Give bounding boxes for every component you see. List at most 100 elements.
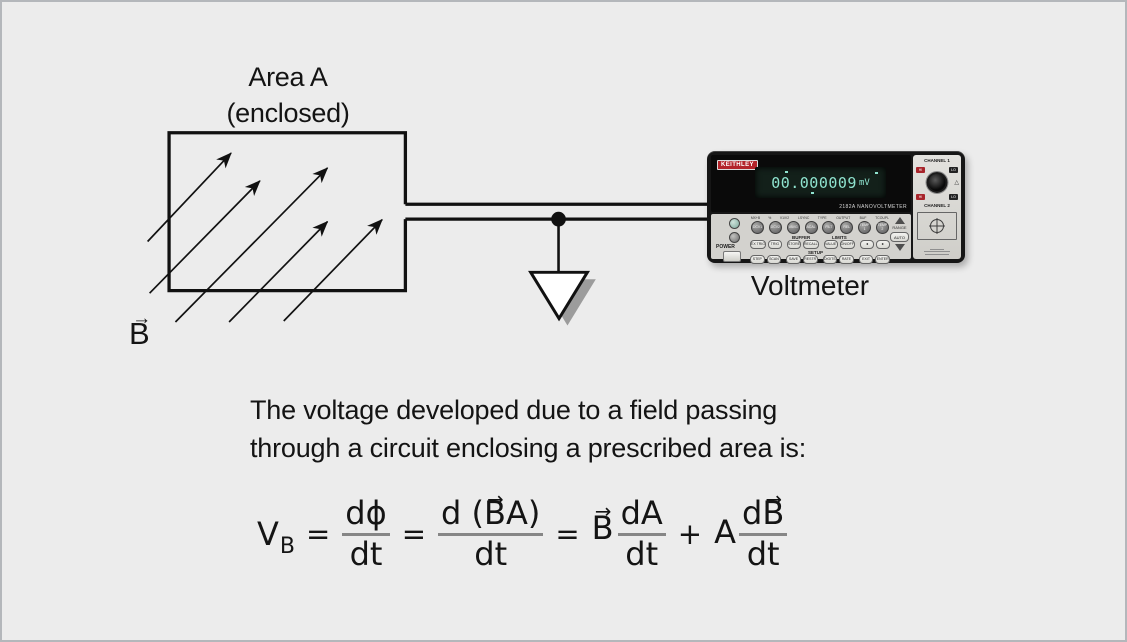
field-letter: B bbox=[129, 316, 150, 351]
vector-arrow-icon: → bbox=[765, 488, 783, 512]
fraction-dBA-dt: d (→BA) dt bbox=[438, 488, 544, 570]
function-key-button: FILT bbox=[822, 221, 836, 234]
area-label-line1: Area A bbox=[248, 62, 328, 92]
panel-key-button: ► bbox=[875, 240, 890, 249]
channel2-label: CHANNEL 2 bbox=[924, 203, 950, 208]
panel-key-button: STEP bbox=[750, 255, 765, 264]
buffer-section-label: BUFFER bbox=[792, 235, 811, 240]
hi-terminal-label: HI bbox=[916, 194, 925, 200]
flux-arrow bbox=[148, 180, 261, 294]
panel-key-button: ◄ bbox=[859, 240, 874, 249]
vector-arrow-icon: → bbox=[594, 499, 612, 523]
field-vector-label: →B bbox=[129, 309, 151, 352]
lcd-reading: 00.000009 bbox=[771, 173, 857, 192]
fraction-bar bbox=[739, 533, 788, 536]
lcd-units: mV bbox=[858, 177, 870, 188]
fraction-dphi-dt: dϕ dt bbox=[342, 497, 390, 570]
panel-key-button: SAVE bbox=[786, 255, 801, 264]
vector-arrow-icon: → bbox=[132, 308, 152, 330]
power-switch bbox=[723, 251, 741, 262]
lcd-annunciator bbox=[811, 192, 814, 194]
flux-arrow bbox=[283, 218, 383, 322]
coefficient-a: A bbox=[714, 513, 736, 551]
lhs-subscript: B bbox=[279, 534, 295, 559]
panel-key-button: TRIG bbox=[767, 240, 782, 249]
function-key-button: TEMP 1 bbox=[858, 221, 872, 234]
function-key-top-label: LSYNC bbox=[797, 215, 810, 220]
coefficient-b-vector: →B bbox=[591, 499, 614, 547]
local-button bbox=[729, 232, 740, 243]
function-key-top-label: V1/V2 bbox=[779, 215, 789, 220]
vector-b: →B bbox=[484, 488, 506, 533]
equals-sign: = bbox=[555, 517, 580, 551]
setup-section-label: SETUP bbox=[808, 250, 824, 255]
fraction-dB-dt: d→B dt bbox=[739, 490, 788, 570]
area-label-line2: (enclosed) bbox=[226, 98, 350, 128]
connector-panel: CHANNEL 1 HI LO △ HI LO CHANNEL 2 bbox=[913, 155, 961, 259]
fraction-dA-dt: dA dt bbox=[617, 497, 666, 570]
caption-text: The voltage developed due to a field pas… bbox=[250, 391, 806, 467]
vector-b: →B bbox=[129, 309, 151, 352]
flux-arrows bbox=[146, 152, 383, 323]
function-key-button: DCV1 bbox=[751, 221, 764, 234]
equals-sign: = bbox=[401, 517, 427, 551]
input-connector bbox=[926, 172, 948, 193]
function-key-button: TEMP 2 bbox=[875, 221, 889, 234]
fraction-bar bbox=[342, 533, 390, 536]
function-key-top-label: OUTPUT bbox=[836, 215, 851, 220]
function-key-top-label: BUF bbox=[859, 215, 866, 220]
power-section: POWER bbox=[714, 215, 746, 262]
channel1-label: CHANNEL 1 bbox=[924, 158, 950, 163]
range-section: RANGE AUTO bbox=[890, 216, 909, 252]
brand-logo: KEITHLEY bbox=[717, 160, 758, 170]
panel-key-button: VALUE bbox=[823, 240, 838, 249]
voltmeter-caption: Voltmeter bbox=[750, 270, 870, 301]
port-connector-icon bbox=[930, 219, 944, 233]
range-label: RANGE bbox=[892, 225, 907, 230]
panel-key-button: DIGITS bbox=[822, 255, 838, 264]
panel-key-button: EXIT bbox=[858, 255, 874, 264]
caption-line1: The voltage developed due to a field pas… bbox=[250, 395, 778, 425]
voltmeter-display-area: KEITHLEY 00.000009 mV 2182A NANOVOLTMETE… bbox=[711, 155, 911, 212]
lcd-annunciator bbox=[785, 171, 788, 173]
plus-sign: + bbox=[677, 517, 703, 551]
flux-arrow bbox=[146, 152, 232, 243]
loop-rectangle bbox=[167, 131, 408, 293]
lo-terminal-label: LO bbox=[949, 194, 958, 200]
range-up-icon bbox=[894, 217, 905, 224]
voltmeter-device: KEITHLEY 00.000009 mV 2182A NANOVOLTMETE… bbox=[707, 151, 965, 264]
trigger-button bbox=[729, 218, 740, 229]
lcd-annunciator bbox=[875, 172, 878, 174]
fraction-bar bbox=[438, 533, 544, 536]
voltmeter-front-panel: KEITHLEY 00.000009 mV 2182A NANOVOLTMETE… bbox=[711, 155, 961, 264]
range-down-icon bbox=[894, 244, 905, 251]
panel-key-button: RESTR bbox=[802, 255, 818, 264]
function-key-top-label: TYPE bbox=[818, 215, 828, 220]
ground-triangle-icon bbox=[528, 270, 591, 322]
flux-arrow bbox=[228, 220, 329, 323]
panel-key-button: SCAN bbox=[766, 255, 782, 264]
panel-key-button: STORE bbox=[786, 240, 802, 249]
hi-terminal-label: HI bbox=[916, 167, 925, 173]
panel-key-button: ON/OFF bbox=[839, 240, 855, 249]
fine-print bbox=[920, 247, 954, 256]
power-label: POWER bbox=[716, 244, 735, 250]
flux-arrow bbox=[174, 167, 329, 323]
function-key-button: DCV2 bbox=[768, 221, 782, 234]
equation: VB = dϕ dt = d (→BA) dt = →B dA dt + A d… bbox=[257, 488, 788, 580]
limits-section-label: LIMITS bbox=[832, 235, 847, 240]
channel2-port bbox=[917, 212, 957, 240]
panel-key-button: RATE bbox=[839, 255, 854, 264]
function-key-button: ACAL bbox=[804, 221, 818, 234]
lo-terminal-label: LO bbox=[949, 167, 958, 173]
fraction-bar bbox=[617, 533, 666, 536]
warning-triangle-icon: △ bbox=[954, 180, 959, 186]
lcd-readout: 00.000009 mV bbox=[755, 167, 886, 198]
